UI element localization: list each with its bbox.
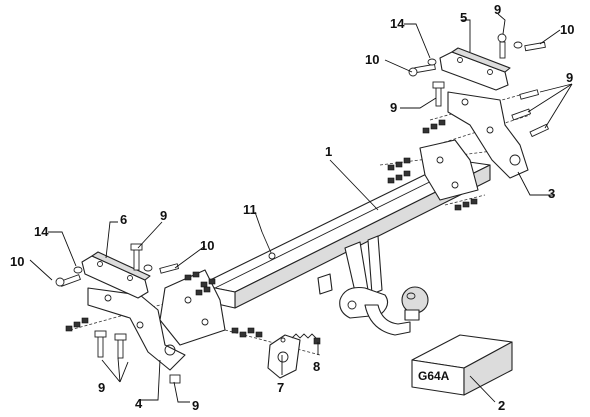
callout-9-right: 9 <box>566 70 573 85</box>
callout-9-left-upper: 9 <box>160 208 167 223</box>
callout-7: 7 <box>277 380 284 395</box>
callout-9-top: 9 <box>494 2 501 17</box>
tow-ball-assembly <box>317 235 429 336</box>
callout-9-lower-left: 9 <box>98 380 105 395</box>
callout-10-top-right: 10 <box>560 22 574 37</box>
callout-14-left: 14 <box>34 224 49 239</box>
callout-14-right: 14 <box>390 16 405 31</box>
callout-2: 2 <box>498 398 505 413</box>
fasteners <box>55 33 550 384</box>
package-code: G64A <box>418 369 450 383</box>
left-upper-bracket <box>81 251 151 299</box>
callout-9-right-mid: 9 <box>390 100 397 115</box>
callout-9-bottom: 9 <box>192 398 199 413</box>
leader-lines <box>29 13 573 403</box>
callout-4: 4 <box>135 396 143 411</box>
socket-plate <box>267 334 301 379</box>
callout-6: 6 <box>120 212 127 227</box>
package-box: G64A <box>411 334 513 396</box>
callout-3: 3 <box>548 186 555 201</box>
callout-1: 1 <box>325 144 332 159</box>
callout-10-mid: 10 <box>200 238 214 253</box>
callout-8: 8 <box>313 359 320 374</box>
callout-10-right: 10 <box>365 52 379 67</box>
callout-11: 11 <box>243 202 257 217</box>
callout-5: 5 <box>460 10 467 25</box>
right-upper-bracket <box>439 47 511 91</box>
spring-part <box>291 333 321 345</box>
callout-numbers: 1 2 3 4 5 6 7 8 9 9 9 9 9 9 10 10 10 10 … <box>10 2 574 413</box>
left-side-bracket <box>87 287 186 371</box>
callout-10-left: 10 <box>10 254 24 269</box>
